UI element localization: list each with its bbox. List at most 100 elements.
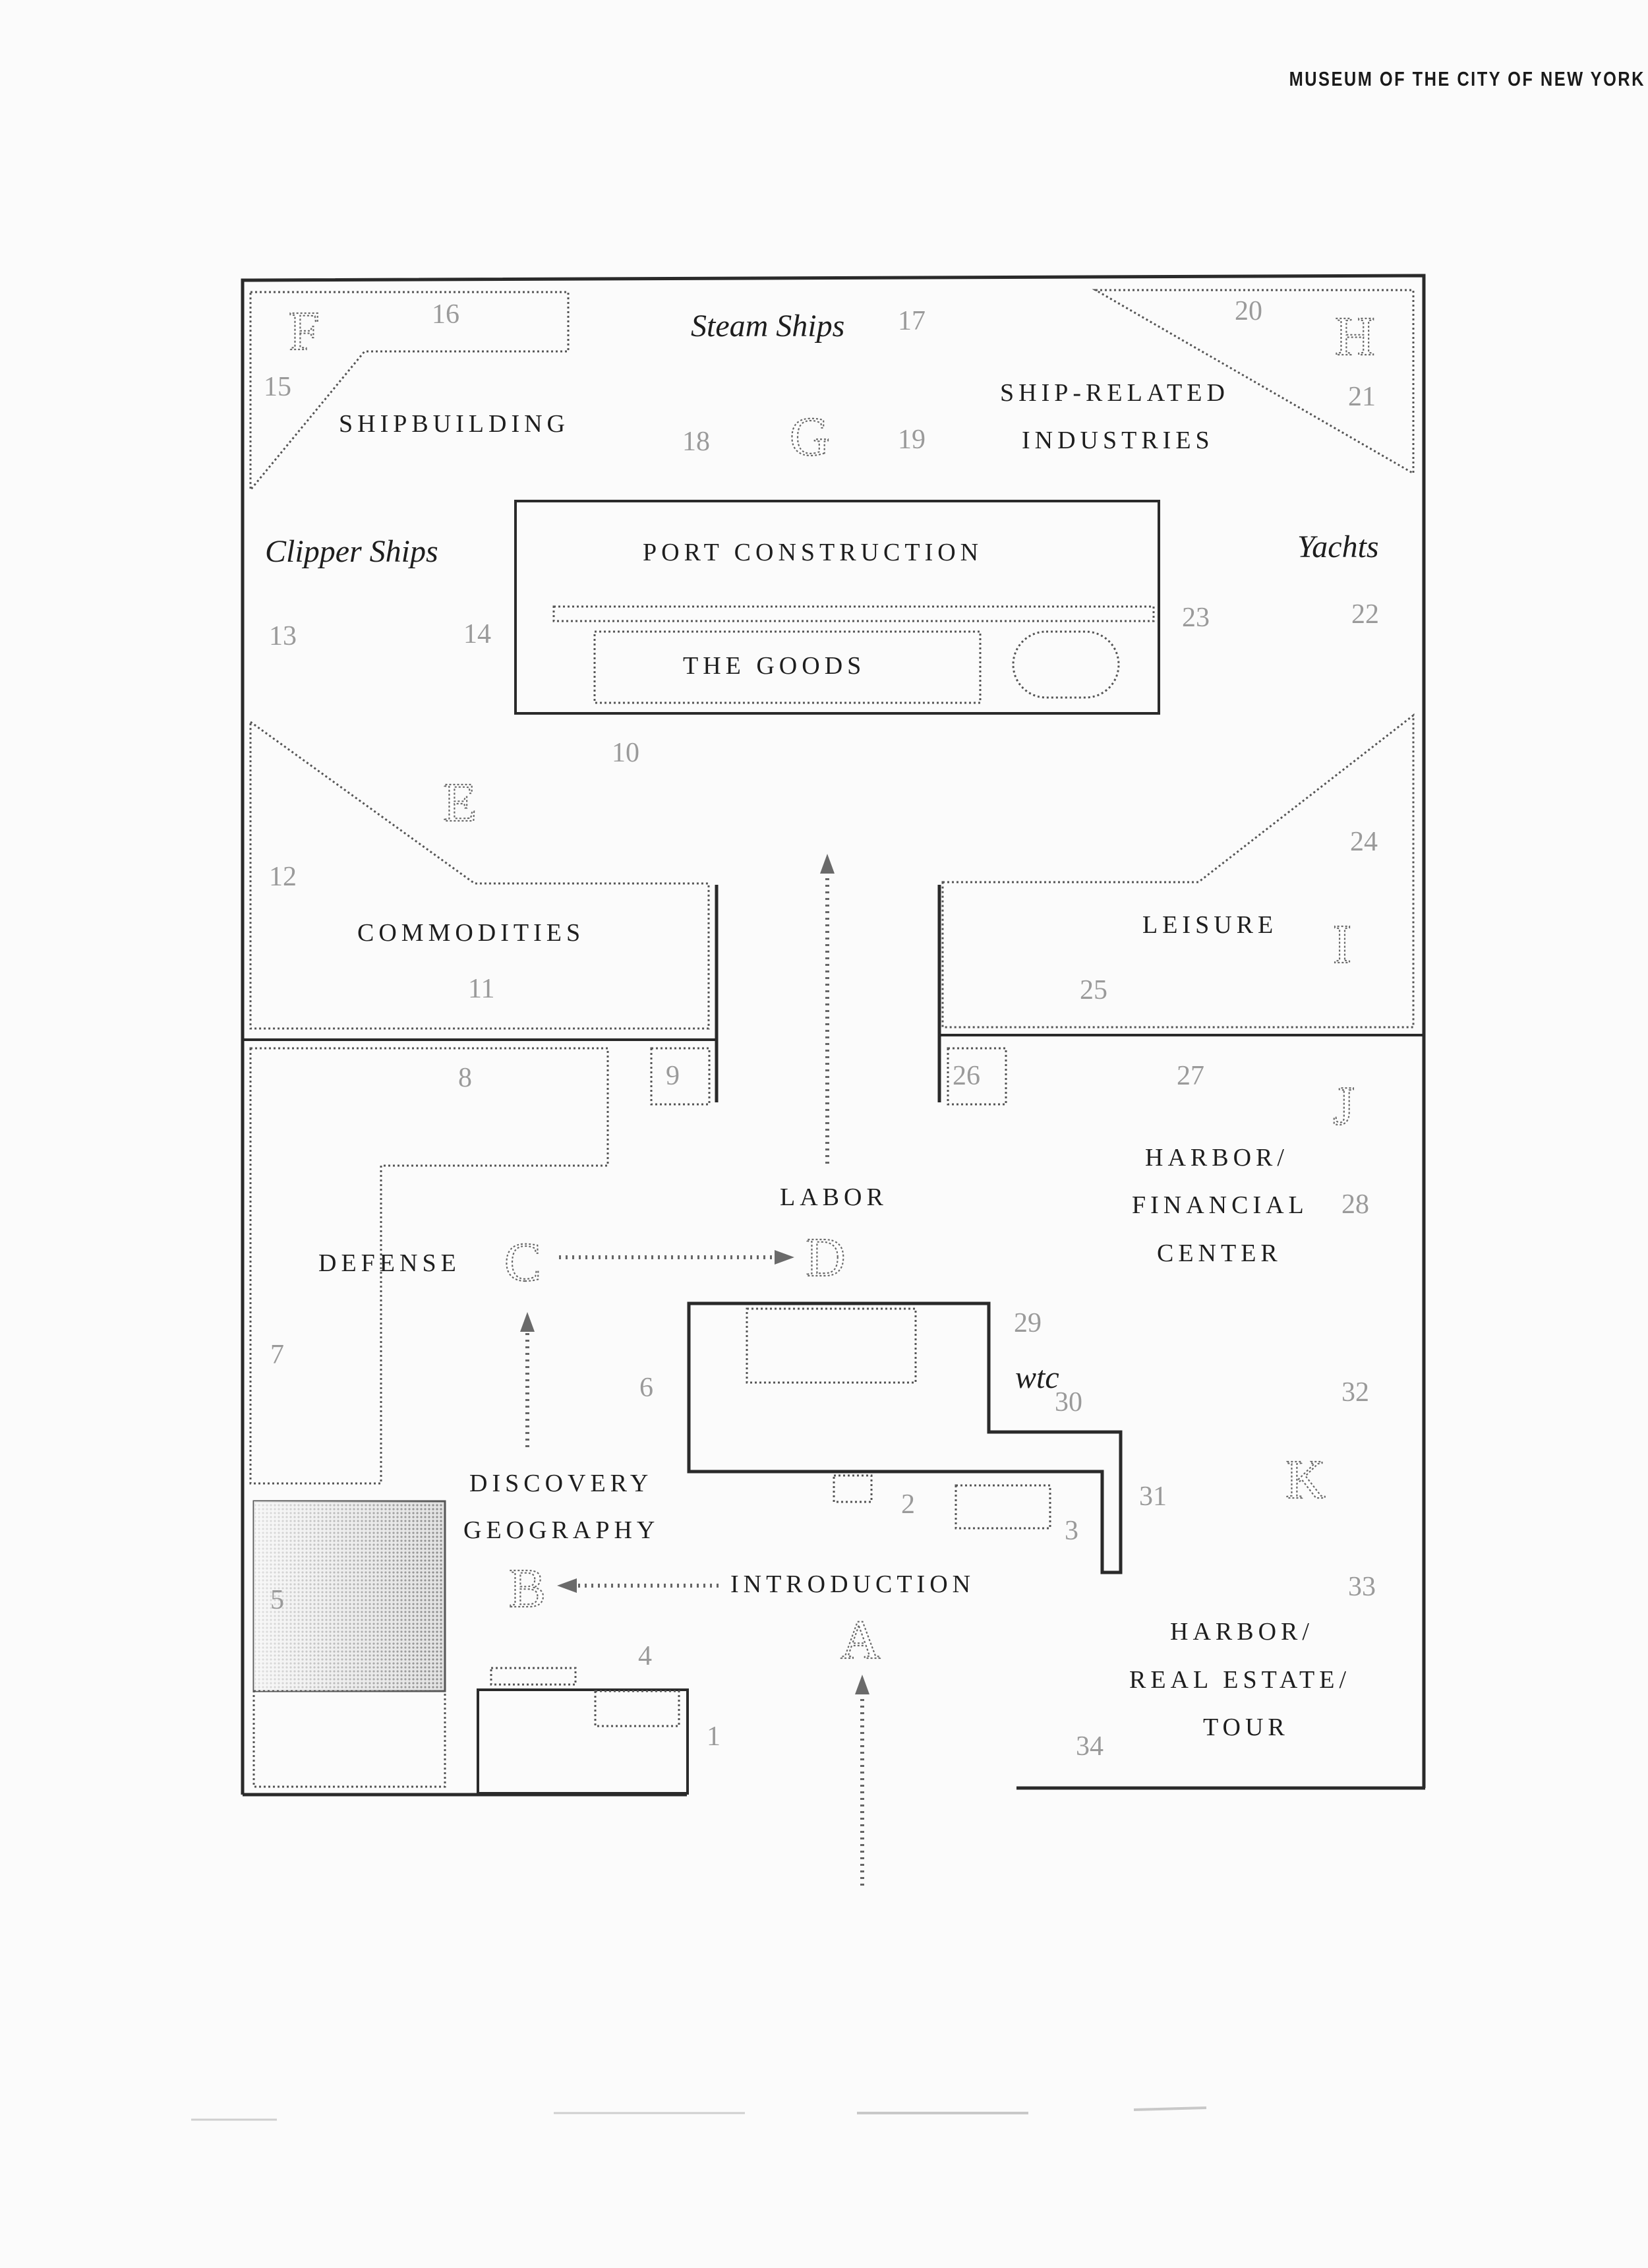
- exhibit-number-6: 6: [639, 1373, 653, 1403]
- section-letter-a: A: [840, 1609, 881, 1671]
- exhibit-number-2: 2: [901, 1489, 915, 1520]
- section-letter-f: F: [289, 301, 320, 362]
- section-letter-b: B: [509, 1558, 546, 1619]
- exhibit-area-5-shading: [254, 1501, 445, 1691]
- section-letter-j: J: [1333, 1075, 1355, 1137]
- zone-j-financial: 26 27 J HARBOR/ FINANCIAL 28 CENTER: [947, 1047, 1369, 1267]
- shipbuilding-display-outline: [249, 291, 570, 493]
- section-letter-c: C: [504, 1232, 541, 1293]
- wtc-structure: [687, 1301, 1123, 1574]
- oval-display-outline: [1012, 630, 1120, 699]
- exhibit-number-34: 34: [1076, 1731, 1104, 1762]
- exhibit-number-29: 29: [1014, 1308, 1042, 1338]
- zone-g-steam-ships: Steam Ships 17 18 G 19: [682, 306, 926, 468]
- section-letter-d: D: [806, 1227, 846, 1288]
- zone-d-labor: LABOR D: [520, 1183, 883, 1447]
- exhibit-number-14: 14: [463, 619, 491, 649]
- zone-f-shipbuilding: F 16 15 SHIPBUILDING: [249, 291, 570, 493]
- defense-display-outline: [249, 1047, 609, 1485]
- page-artifacts: [191, 2106, 1207, 2121]
- exhibit-number-8: 8: [458, 1063, 472, 1093]
- commodities-display-outline: [249, 720, 710, 1030]
- label-leisure: LEISURE: [1142, 911, 1278, 939]
- exhibit-number-18: 18: [682, 427, 710, 457]
- label-clipper-ships: Clipper Ships: [265, 534, 438, 569]
- exhibit-number-13: 13: [269, 621, 297, 651]
- leisure-display-outline: [941, 713, 1415, 1029]
- zone-k-real-estate: 32 K 33 HARBOR/ REAL ESTATE/ TOUR 34: [1076, 1377, 1376, 1762]
- label-commodities: COMMODITIES: [357, 919, 585, 947]
- label-wtc: wtc: [1015, 1360, 1059, 1395]
- exhibit-number-12: 12: [269, 862, 297, 892]
- exhibit-number-5: 5: [270, 1585, 284, 1615]
- exhibit-case-26: [947, 1047, 1007, 1106]
- section-letter-i: I: [1333, 914, 1351, 975]
- label-defense: DEFENSE: [318, 1249, 461, 1277]
- label-discovery: DISCOVERY: [469, 1470, 653, 1497]
- exhibit-number-1: 1: [707, 1721, 721, 1752]
- exhibit-number-32: 32: [1341, 1377, 1369, 1408]
- corridor-arrow-head: [820, 854, 835, 874]
- label-steam-ships: Steam Ships: [691, 309, 844, 343]
- section-letter-e: E: [443, 772, 477, 833]
- exhibit-number-15: 15: [264, 372, 291, 402]
- exhibit-case-9: [650, 1047, 711, 1106]
- label-real-estate: REAL ESTATE/: [1129, 1666, 1351, 1694]
- lower-left-exhibits: 5 4 1: [252, 1500, 721, 1795]
- section-letter-k: K: [1285, 1449, 1326, 1510]
- label-the-goods: THE GOODS: [683, 652, 866, 680]
- b-to-c-arrow-head: [520, 1312, 535, 1332]
- wtc-display-outline: [746, 1307, 917, 1384]
- ship-related-display-outline: [1092, 289, 1415, 475]
- exhibit-area-below-5: [252, 1690, 446, 1788]
- exhibit-number-7: 7: [270, 1340, 284, 1370]
- label-introduction: INTRODUCTION: [730, 1570, 975, 1598]
- port-construction-block: [514, 500, 1160, 715]
- exhibit-number-25: 25: [1080, 975, 1107, 1005]
- exhibit-number-11: 11: [468, 974, 494, 1004]
- section-letter-h: H: [1335, 306, 1375, 367]
- zone-b-discovery: DISCOVERY GEOGRAPHY B INTRODUCTION: [463, 1470, 975, 1620]
- exhibit-number-10: 10: [612, 738, 639, 768]
- label-geography: GEOGRAPHY: [463, 1516, 659, 1544]
- label-center: CENTER: [1157, 1239, 1282, 1267]
- exhibit-number-28: 28: [1341, 1189, 1369, 1220]
- exhibit-number-9: 9: [666, 1061, 680, 1091]
- goods-shelf-outline: [552, 605, 1155, 622]
- goods-display-outline: [593, 630, 982, 704]
- label-ship-related: SHIP-RELATED: [1000, 379, 1229, 407]
- label-tour: TOUR: [1203, 1714, 1289, 1741]
- entry-arrow-head: [855, 1675, 869, 1694]
- zone-e-commodities: 10 E 12 COMMODITIES 11: [249, 720, 710, 1030]
- exhibit-number-26: 26: [953, 1061, 980, 1091]
- label-harbor-financial: HARBOR/: [1145, 1144, 1289, 1172]
- zone-h-ship-related: 20 H 21 SHIP-RELATED INDUSTRIES: [1000, 289, 1415, 475]
- label-yachts: Yachts: [1297, 529, 1379, 564]
- label-harbor-real-estate: HARBOR/: [1170, 1618, 1314, 1646]
- exhibit-number-16: 16: [432, 299, 459, 330]
- zone-a-entry: A: [840, 1609, 881, 1886]
- c-to-d-arrow-head: [775, 1250, 794, 1265]
- central-block: PORT CONSTRUCTION THE GOODS: [514, 500, 1160, 715]
- exhibit-number-30: 30: [1055, 1387, 1082, 1418]
- exhibit-number-19: 19: [898, 425, 926, 455]
- section-letter-g: G: [790, 406, 830, 467]
- outer-wall: [241, 274, 1426, 1795]
- scan-mark: [1133, 2106, 1207, 2111]
- label-financial: FINANCIAL: [1132, 1191, 1309, 1219]
- outer-walls: [241, 274, 1426, 1797]
- page-header: MUSEUM OF THE CITY OF NEW YORK: [1289, 67, 1645, 90]
- exhibit-block-1: [477, 1688, 689, 1795]
- exhibit-number-4: 4: [638, 1641, 652, 1671]
- zone-i-leisure: 24 LEISURE I 25: [941, 713, 1415, 1029]
- exhibit-case-1: [594, 1690, 680, 1727]
- a-to-b-arrow-head: [557, 1578, 577, 1593]
- label-industries: INDUSTRIES: [1022, 427, 1214, 454]
- exhibit-number-27: 27: [1177, 1061, 1204, 1091]
- wtc-block: 29 wtc 30 6 2 3 31: [639, 1301, 1167, 1574]
- exhibit-number-17: 17: [898, 306, 926, 336]
- label-port-construction: PORT CONSTRUCTION: [643, 539, 983, 566]
- exhibit-case-3: [955, 1484, 1051, 1530]
- exhibit-case-4: [490, 1667, 577, 1686]
- exhibit-number-21: 21: [1348, 382, 1376, 412]
